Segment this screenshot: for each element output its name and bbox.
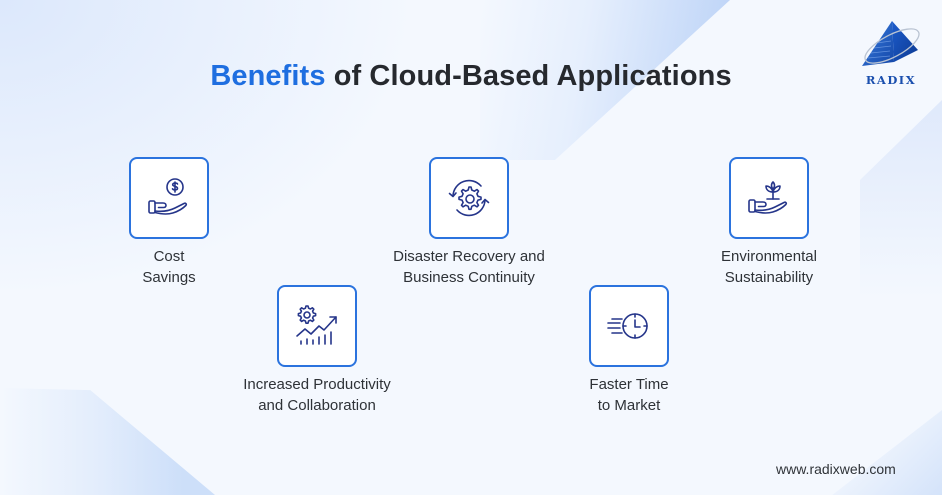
benefit-label-disaster-recovery: Disaster Recovery and Business Continuit… xyxy=(369,246,569,288)
pyramid-logo-icon xyxy=(862,21,920,66)
gear-growth-chart-icon xyxy=(296,305,337,345)
label-line-1: Disaster Recovery and xyxy=(393,248,545,265)
title-rest: of Cloud-Based Applications xyxy=(325,60,732,92)
benefit-label-cost-savings: Cost Savings xyxy=(109,246,229,288)
label-line-2: and Collaboration xyxy=(258,397,376,414)
benefit-card-disaster-recovery xyxy=(429,157,509,239)
label-line-2: to Market xyxy=(597,397,661,414)
label-line-1: Cost xyxy=(153,248,185,265)
title-accent: Benefits xyxy=(210,60,326,92)
label-line-1: Environmental xyxy=(721,248,817,265)
logo-text: RADIX xyxy=(865,73,917,87)
label-line-1: Increased Productivity xyxy=(243,376,391,393)
benefit-card-productivity xyxy=(277,285,357,367)
page-title: Benefits of Cloud-Based Applications xyxy=(0,60,942,93)
benefit-label-environmental: Environmental Sustainability xyxy=(694,246,844,288)
background-shape-bottom-right xyxy=(832,410,942,495)
hand-plant-icon xyxy=(748,181,788,214)
benefit-label-productivity: Increased Productivity and Collaboration xyxy=(212,374,422,416)
benefit-card-cost-savings xyxy=(129,157,209,239)
benefit-card-environmental xyxy=(729,157,809,239)
background-shape-bottom-left xyxy=(0,388,215,495)
label-line-2: Sustainability xyxy=(724,269,814,286)
fast-clock-icon xyxy=(607,313,648,339)
label-line-2: Savings xyxy=(142,269,196,286)
benefit-card-faster-time xyxy=(589,285,669,367)
label-line-1: Faster Time xyxy=(589,376,669,393)
radix-logo: RADIX xyxy=(854,18,928,90)
gear-sync-icon xyxy=(448,179,490,217)
label-line-2: Business Continuity xyxy=(403,269,535,286)
benefit-label-faster-time: Faster Time to Market xyxy=(569,374,689,416)
website-url[interactable]: www.radixweb.com xyxy=(776,461,896,477)
hand-dollar-icon xyxy=(148,178,188,215)
background-shape-right xyxy=(860,100,942,300)
